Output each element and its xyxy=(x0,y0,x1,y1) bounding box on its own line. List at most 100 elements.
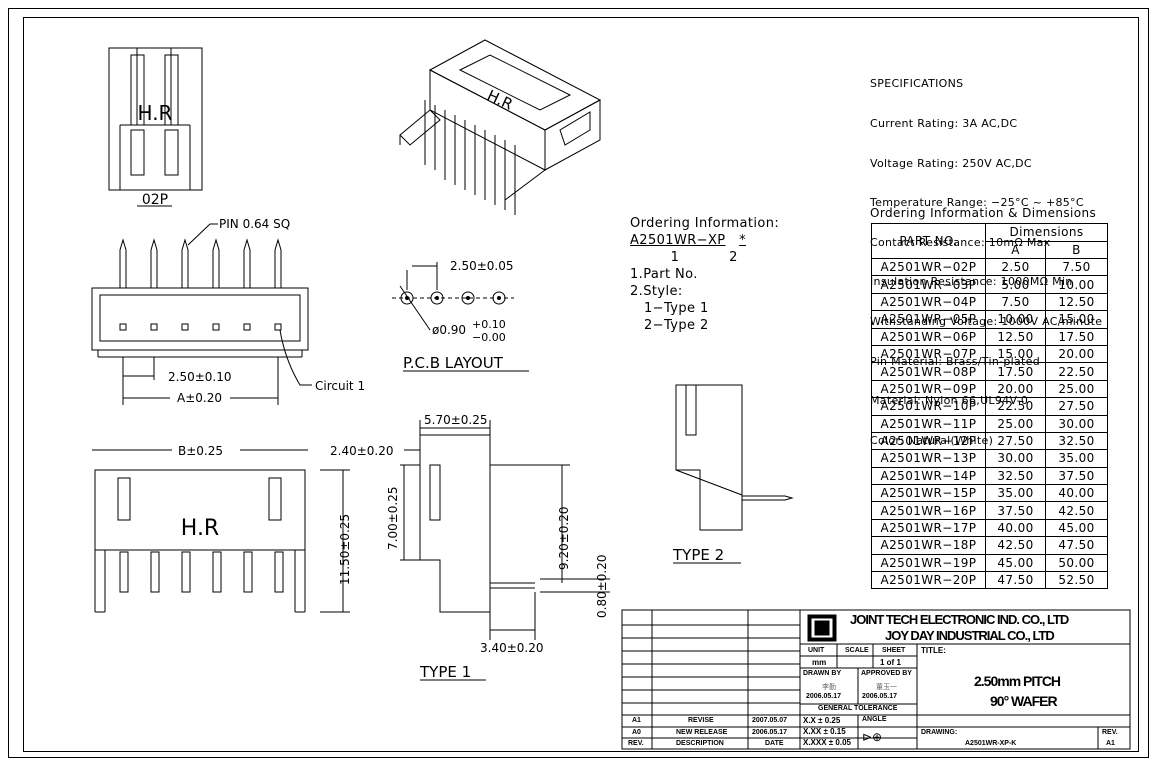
part-number-cell: A2501WR−10P xyxy=(871,397,986,416)
hr-marking-02p: H.R xyxy=(138,101,173,125)
tolerance-2: X.XX ± 0.15 xyxy=(803,727,846,736)
date-header: DATE xyxy=(765,740,784,747)
dim-a-cell: 22.50 xyxy=(985,397,1046,416)
part-number-cell: A2501WR−06P xyxy=(871,327,986,346)
part-number-cell: A2501WR−03P xyxy=(871,275,986,294)
spec-line: Temperature Range: −25°C ~ +85°C xyxy=(870,196,1084,210)
drawing-frame-outer xyxy=(8,8,1149,758)
drawn-by-label: DRAWN BY xyxy=(803,670,842,677)
part-number-cell: A2501WR−05P xyxy=(871,310,986,329)
ordering-info: Ordering Information: A2501WR−XP * 1 2 1… xyxy=(630,215,779,334)
rev-value: A1 xyxy=(1106,740,1115,747)
col-dimensions: Dimensions xyxy=(985,223,1108,242)
dim-b-cell: 25.00 xyxy=(1045,379,1108,399)
dim-a-cell: 30.00 xyxy=(985,449,1046,468)
dim-a-cell: 20.00 xyxy=(985,379,1046,399)
d920-dim: 9.20±0.20 xyxy=(557,507,571,571)
dim-b-cell: 30.00 xyxy=(1045,414,1108,433)
d340-dim: 3.40±0.20 xyxy=(480,641,544,655)
type2-label: TYPE 2 xyxy=(672,546,724,564)
projection-symbol-icon: ⊳⊕ xyxy=(862,730,883,744)
ordering-star: * xyxy=(739,233,747,248)
part-number-cell: A2501WR−08P xyxy=(871,362,986,381)
dim-b-cell: 47.50 xyxy=(1045,536,1108,555)
company-name-1: JOINT TECH ELECTRONIC IND. CO., LTD xyxy=(850,612,1069,627)
pin-size-label: PIN 0.64 SQ xyxy=(219,217,290,231)
drawn-date: 2006.05.17 xyxy=(806,693,842,700)
approved-by-label: APPROVED BY xyxy=(861,670,912,677)
dimensions-title: Ordering Information & Dimensions xyxy=(870,206,1097,220)
w570-dim: 5.70±0.25 xyxy=(424,413,488,427)
dim-a-cell: 5.00 xyxy=(985,275,1046,294)
ordering-item2: 2.Style: xyxy=(630,284,683,299)
sheet-value: 1 of 1 xyxy=(880,658,901,667)
dim-a-cell: 35.00 xyxy=(985,484,1046,503)
label-02p: 02P xyxy=(142,192,168,208)
ordering-num1: 1 xyxy=(670,250,680,265)
d700-dim: 7.00±0.25 xyxy=(386,487,400,551)
spec-title: SPECIFICATIONS xyxy=(870,77,964,91)
pitch-dim: 2.50±0.10 xyxy=(168,370,232,384)
rev-row-1-date: 2007.05.07 xyxy=(752,717,788,724)
dim-a-cell: 10.00 xyxy=(985,310,1046,329)
ordering-style1: 1−Type 1 xyxy=(644,301,709,316)
dim-b-cell: 42.50 xyxy=(1045,501,1108,520)
type1-side-view: 5.70±0.25 2.40±0.20 7.00±0.25 9.20±0.20 … xyxy=(330,413,610,681)
b-dim: B±0.25 xyxy=(178,444,223,458)
hr-marking-bottom: H.R xyxy=(181,516,219,541)
title-label: TITLE: xyxy=(921,646,946,655)
ordering-num2: 2 xyxy=(729,250,738,265)
dim-a-cell: 47.50 xyxy=(985,571,1046,590)
dim-b-cell: 17.50 xyxy=(1045,327,1108,346)
front-pins xyxy=(119,238,282,331)
title-line-1: 2.50mm PITCH xyxy=(974,673,1061,689)
dim-b-cell: 52.50 xyxy=(1045,571,1108,590)
dim-b-cell: 37.50 xyxy=(1045,466,1108,486)
pcb-hole-dim: ø0.90 xyxy=(432,323,466,337)
tolerance-3: X.XXX ± 0.05 xyxy=(803,738,851,747)
part-number-cell: A2501WR−14P xyxy=(871,466,986,486)
scale-label: SCALE xyxy=(845,647,869,654)
title-line-2: 90° WAFER xyxy=(990,693,1058,709)
type2-side-view: TYPE 2 xyxy=(672,384,794,564)
rev-row-2-rev: A0 xyxy=(632,729,641,736)
pcb-pitch-dim: 2.50±0.05 xyxy=(450,259,514,273)
ordering-part: A2501WR−XP xyxy=(630,233,726,248)
dim-b-cell: 15.00 xyxy=(1045,310,1108,329)
general-tolerance-label: GENERAL TOLERANCE xyxy=(818,705,898,712)
dim-a-cell: 45.00 xyxy=(985,553,1046,573)
ordering-item1: 1.Part No. xyxy=(630,267,698,282)
type1-label: TYPE 1 xyxy=(419,663,471,681)
h1150-dim: 11.50±0.25 xyxy=(338,514,352,585)
dim-b-cell: 40.00 xyxy=(1045,484,1108,503)
view-02p: H.R 02P xyxy=(108,47,203,208)
drawn-signature: 李勤 xyxy=(822,684,836,691)
rev-row-1-rev: A1 xyxy=(632,717,641,724)
unit-label: UNIT xyxy=(808,647,825,654)
rev-header: REV. xyxy=(628,740,644,747)
bottom-view: H.R B±0.25 11.50±0.25 xyxy=(92,444,352,613)
spec-line: Voltage Rating: 250V AC,DC xyxy=(870,156,1032,170)
pcb-tol-plus: +0.10 xyxy=(472,318,506,331)
angle-label: ANGLE xyxy=(862,716,887,723)
dim-a-cell: 7.50 xyxy=(985,292,1046,312)
dim-b-cell: 7.50 xyxy=(1045,257,1108,277)
sheet-label: SHEET xyxy=(882,647,906,654)
pcb-title: P.C.B LAYOUT xyxy=(403,354,504,372)
pcb-layout: 2.50±0.05 ø0.90 +0.10 −0.00 P.C.B LAYOUT xyxy=(392,259,529,372)
